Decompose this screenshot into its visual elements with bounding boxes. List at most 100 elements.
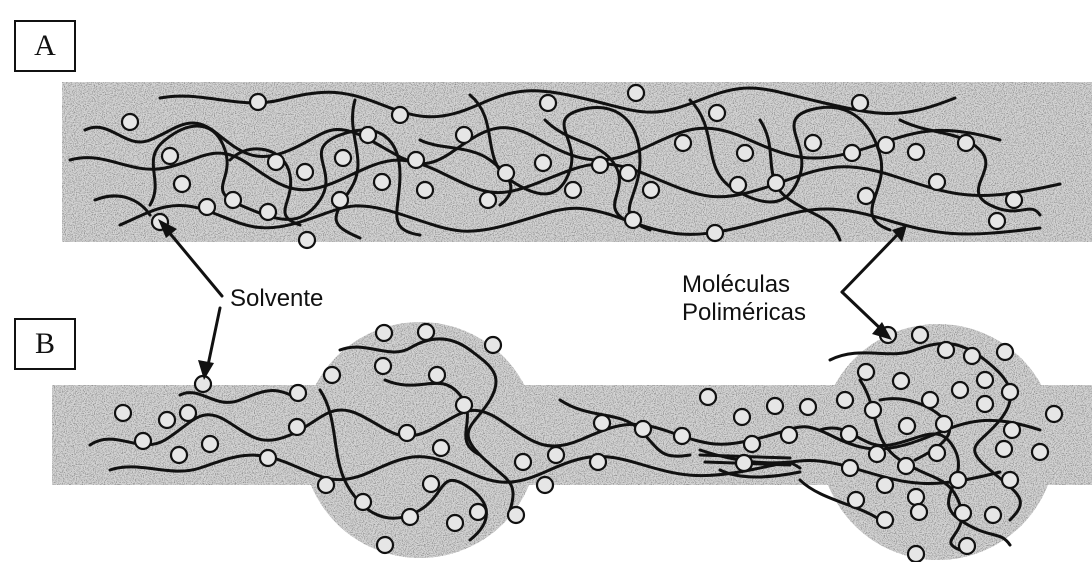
- solvent-circle: [620, 165, 636, 181]
- solvent-circle: [429, 367, 445, 383]
- solvent-circle: [180, 405, 196, 421]
- solvent-circle: [709, 105, 725, 121]
- solvent-circle: [938, 342, 954, 358]
- solvent-circle: [594, 415, 610, 431]
- solvent-circle: [290, 385, 306, 401]
- solvent-circle: [955, 505, 971, 521]
- solvent-circle: [374, 174, 390, 190]
- solvent-circle: [423, 476, 439, 492]
- solvent-circle: [260, 204, 276, 220]
- solvent-circle: [744, 436, 760, 452]
- solvent-circle: [1046, 406, 1062, 422]
- solvent-circle: [498, 165, 514, 181]
- solvent-circle: [908, 489, 924, 505]
- solvent-circle: [260, 450, 276, 466]
- solvent-circle: [781, 427, 797, 443]
- solvent-circle: [950, 472, 966, 488]
- solvent-circle: [202, 436, 218, 452]
- solvent-circle: [537, 477, 553, 493]
- solvent-circle: [115, 405, 131, 421]
- solvent-circle: [844, 145, 860, 161]
- solvent-circle: [485, 337, 501, 353]
- solvent-circle: [480, 192, 496, 208]
- solvent-circle: [858, 364, 874, 380]
- solvent-circle: [869, 446, 885, 462]
- solvent-circle: [768, 175, 784, 191]
- solvent-circle: [332, 192, 348, 208]
- solvent-circle: [335, 150, 351, 166]
- solvent-circle: [324, 367, 340, 383]
- solvent-circle: [355, 494, 371, 510]
- solvent-circle: [996, 441, 1012, 457]
- solvent-circle: [989, 213, 1005, 229]
- solvent-circle: [865, 402, 881, 418]
- solvent-circle: [1006, 192, 1022, 208]
- solvent-circle: [911, 504, 927, 520]
- solvent-circle: [737, 145, 753, 161]
- polymer-label-line2: Poliméricas: [682, 300, 806, 326]
- solvent-circle: [800, 399, 816, 415]
- solvent-circle: [1032, 444, 1048, 460]
- solvent-circle: [535, 155, 551, 171]
- polymer-label-line1: Moléculas: [682, 272, 790, 298]
- solvent-circle: [318, 477, 334, 493]
- solvent-circle: [929, 174, 945, 190]
- solvent-circle: [908, 144, 924, 160]
- solvent-circle: [837, 392, 853, 408]
- solvent-circle: [858, 188, 874, 204]
- solvent-circle: [199, 199, 215, 215]
- solvent-circle: [842, 460, 858, 476]
- solvent-circle: [408, 152, 424, 168]
- solvent-circle: [360, 127, 376, 143]
- solvent-circle: [852, 95, 868, 111]
- panel-a-band: [62, 82, 1092, 242]
- solvent-circle: [540, 95, 556, 111]
- solvent-circle: [515, 454, 531, 470]
- solvent-circle: [643, 182, 659, 198]
- solvent-circle: [250, 94, 266, 110]
- solvent-circle: [399, 425, 415, 441]
- solvent-circle: [268, 154, 284, 170]
- solvent-circle: [376, 325, 392, 341]
- solvent-circle: [877, 512, 893, 528]
- polymer-arrow-to-b: [842, 292, 884, 332]
- solvent-circle: [375, 358, 391, 374]
- solvent-circle: [707, 225, 723, 241]
- solvent-circle: [447, 515, 463, 531]
- solvent-circle: [635, 421, 651, 437]
- solvent-circle: [225, 192, 241, 208]
- solvent-circle: [174, 176, 190, 192]
- solvent-circle: [674, 428, 690, 444]
- solvent-circle: [848, 492, 864, 508]
- solvent-circle: [392, 107, 408, 123]
- solvent-circle: [377, 537, 393, 553]
- solvent-circle: [456, 397, 472, 413]
- solvent-circle: [908, 546, 924, 562]
- solvent-circle: [734, 409, 750, 425]
- solvent-circle: [402, 509, 418, 525]
- solvent-circle: [548, 447, 564, 463]
- solvent-circle: [997, 344, 1013, 360]
- solvent-circle: [159, 412, 175, 428]
- solvent-circle: [171, 447, 187, 463]
- solvent-circle: [977, 372, 993, 388]
- solvent-circle: [899, 418, 915, 434]
- solvent-arrow-to-b: [207, 308, 220, 370]
- solvent-circle: [592, 157, 608, 173]
- solvent-circle: [456, 127, 472, 143]
- solvent-circle: [767, 398, 783, 414]
- solvent-circle: [418, 324, 434, 340]
- solvent-circle: [299, 232, 315, 248]
- solvent-circle: [922, 392, 938, 408]
- solvent-circle: [508, 507, 524, 523]
- solvent-circle: [936, 416, 952, 432]
- solvent-circle: [977, 396, 993, 412]
- panel-label-a: A: [14, 20, 76, 72]
- solvent-circle: [289, 419, 305, 435]
- solvent-circle: [959, 538, 975, 554]
- solvent-circle: [297, 164, 313, 180]
- solvent-circle: [958, 135, 974, 151]
- solvent-circle: [805, 135, 821, 151]
- solvent-circle: [433, 440, 449, 456]
